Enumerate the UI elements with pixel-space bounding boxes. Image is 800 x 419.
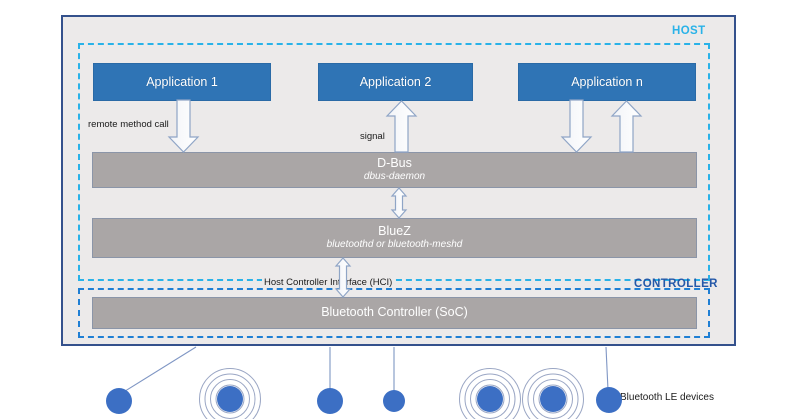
host-region-label: HOST xyxy=(672,25,706,37)
ble-device-dot xyxy=(217,386,243,412)
bluetooth-controller-title: Bluetooth Controller (SoC) xyxy=(321,305,468,320)
ble-device-dot xyxy=(540,386,566,412)
application-1-box[interactable]: Application 1 xyxy=(93,63,271,101)
application-n-label: Application n xyxy=(571,75,643,89)
ble-device-dot xyxy=(477,386,503,412)
dbus-title: D-Bus xyxy=(377,156,412,171)
ble-device-dot xyxy=(317,388,343,414)
bluez-box[interactable]: BlueZ bluetoothd or bluetooth-meshd xyxy=(92,218,697,258)
application-2-label: Application 2 xyxy=(359,75,432,89)
device-leader-lines xyxy=(121,346,609,394)
dbus-box[interactable]: D-Bus dbus-daemon xyxy=(92,152,697,188)
bluetooth-le-devices-label: Bluetooth LE devices xyxy=(620,392,714,403)
application-1-label: Application 1 xyxy=(146,75,218,89)
signal-label: signal xyxy=(360,131,385,142)
remote-method-call-label: remote method call xyxy=(88,119,169,130)
ble-device-waves xyxy=(199,368,584,419)
controller-region-box xyxy=(78,288,710,338)
ble-legend-device-dot xyxy=(596,387,622,413)
application-2-box[interactable]: Application 2 xyxy=(318,63,473,101)
dbus-subtitle: dbus-daemon xyxy=(363,171,426,183)
application-n-box[interactable]: Application n xyxy=(518,63,696,101)
controller-region-label: CONTROLLER xyxy=(634,278,718,290)
bluez-title: BlueZ xyxy=(378,224,411,239)
hci-label: Host Controller Interface (HCI) xyxy=(262,277,395,288)
ble-device-dots[interactable] xyxy=(106,386,622,414)
bluetooth-controller-box[interactable]: Bluetooth Controller (SoC) xyxy=(92,297,697,329)
bluez-subtitle: bluetoothd or bluetooth-meshd xyxy=(326,239,463,251)
ble-device-dot xyxy=(106,388,132,414)
ble-device-dot xyxy=(383,390,405,412)
